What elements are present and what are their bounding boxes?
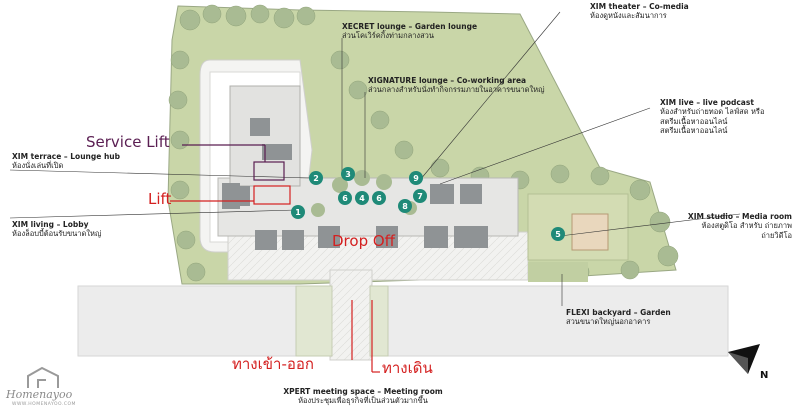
logo-url: WWW.HOMENAYOO.COM — [12, 402, 76, 407]
tree-line — [168, 4, 679, 282]
label-xim-live: XIM live – live podcast ห้องสำหรับถ่ายทอ… — [660, 98, 765, 136]
gate-right — [369, 285, 389, 357]
svg-text:1: 1 — [295, 208, 301, 217]
label-xim-living: XIM living – Lobby ห้องล็อบบี้ต้อนรับขนา… — [12, 220, 102, 239]
svg-text:7: 7 — [417, 192, 423, 201]
svg-text:8: 8 — [402, 202, 408, 211]
marker-7: 7 — [413, 189, 427, 203]
label-xpert: XPERT meeting space – Meeting room ห้องป… — [283, 387, 443, 406]
label-xecret: XECRET lounge – Garden lounge ส่วนโคเวิร… — [342, 22, 478, 41]
lift-line — [170, 185, 291, 205]
marker-5: 5 — [551, 227, 565, 241]
svg-text:6: 6 — [376, 194, 382, 203]
north-arrow: N — [726, 338, 774, 386]
road-right — [387, 285, 729, 357]
road-left — [77, 285, 297, 357]
markers: 1 2 3 4 5 6 6 7 8 9 — [291, 167, 565, 241]
studio-pavilion — [571, 213, 609, 251]
entrance-line — [351, 300, 380, 373]
label-xim-studio: XIM studio – Media room ห้องสตูดิโอ สำหร… — [687, 212, 792, 240]
marker-9: 9 — [409, 171, 423, 185]
leader-lines — [9, 11, 741, 306]
callout-lift: Lift — [148, 190, 172, 208]
compass-letter: N — [760, 370, 769, 381]
callout-drop-off: Drop Off — [332, 232, 395, 250]
marker-2: 2 — [309, 171, 323, 185]
svg-text:6: 6 — [342, 194, 348, 203]
flexi-backyard — [528, 262, 588, 282]
svg-text:3: 3 — [345, 170, 351, 179]
marker-6a: 6 — [338, 191, 352, 205]
service-lift-line — [182, 144, 285, 181]
callout-entrance: ทางเข้า-ออก — [232, 355, 314, 373]
label-xim-terrace: XIM terrace – Lounge hub ห้องนั่งเล่นที่… — [12, 152, 121, 171]
marker-4: 4 — [355, 191, 369, 205]
callout-walkway: ทางเดิน — [382, 359, 433, 377]
marker-6b: 6 — [372, 191, 386, 205]
walkway-path — [329, 269, 373, 361]
logo: Homenayoo WWW.HOMENAYOO.COM — [6, 366, 86, 410]
label-xim-theater: XIM theater – Co-media ห้องดูหนังและสัมน… — [590, 2, 689, 21]
gate-left — [295, 285, 333, 357]
svg-text:4: 4 — [359, 194, 365, 203]
marker-1: 1 — [291, 205, 305, 219]
svg-text:2: 2 — [313, 174, 319, 183]
logo-brand: Homenayoo — [6, 388, 73, 401]
compass-icon — [728, 344, 760, 374]
callout-service-lift: Service Lift — [86, 133, 170, 151]
label-xignature: XIGNATURE lounge – Co-working area ส่วนก… — [368, 76, 545, 95]
svg-text:9: 9 — [413, 174, 419, 183]
marker-8: 8 — [398, 199, 412, 213]
label-flexi: FLEXI backyard – Garden สวนขนาดใหญ่นอกอา… — [566, 308, 671, 327]
units — [222, 118, 488, 250]
marker-3: 3 — [341, 167, 355, 181]
house-icon — [27, 366, 59, 388]
svg-text:5: 5 — [555, 230, 561, 239]
